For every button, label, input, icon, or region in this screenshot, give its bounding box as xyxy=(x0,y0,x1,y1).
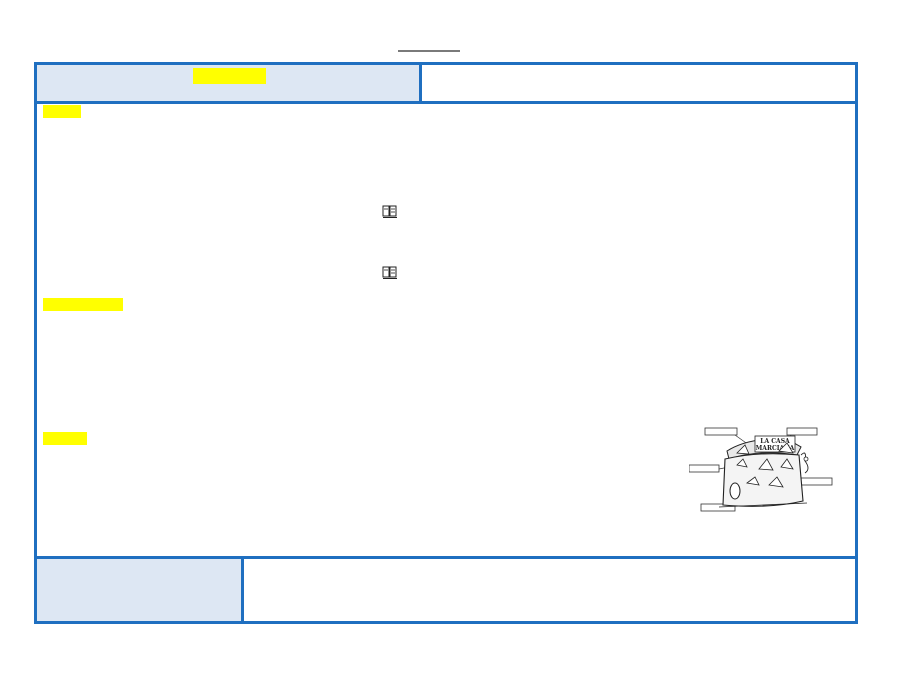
worksheet-frame: LA CASA MARCIANA xyxy=(34,62,858,624)
book-icon xyxy=(382,205,397,218)
martian-house-illustration: LA CASA MARCIANA xyxy=(689,427,833,512)
label-box xyxy=(798,477,833,486)
house-sign-line2: MARCIANA xyxy=(756,445,795,452)
section-1-heading-highlight xyxy=(43,105,81,118)
header-left-cell xyxy=(37,65,422,104)
section-2-heading-highlight xyxy=(43,298,123,311)
label-box xyxy=(704,427,738,436)
top-dash xyxy=(398,50,460,52)
book-icon xyxy=(382,266,397,279)
house-sign-line1: LA CASA xyxy=(760,438,790,445)
section-3-heading-highlight xyxy=(43,432,87,445)
label-box xyxy=(689,464,720,473)
header-title-highlight xyxy=(193,68,266,84)
footer-left-cell xyxy=(37,559,244,621)
header-right-cell xyxy=(422,65,855,104)
label-box xyxy=(786,427,818,436)
footer-divider xyxy=(37,556,855,559)
label-box xyxy=(700,503,736,512)
footer-right-cell xyxy=(244,559,855,621)
